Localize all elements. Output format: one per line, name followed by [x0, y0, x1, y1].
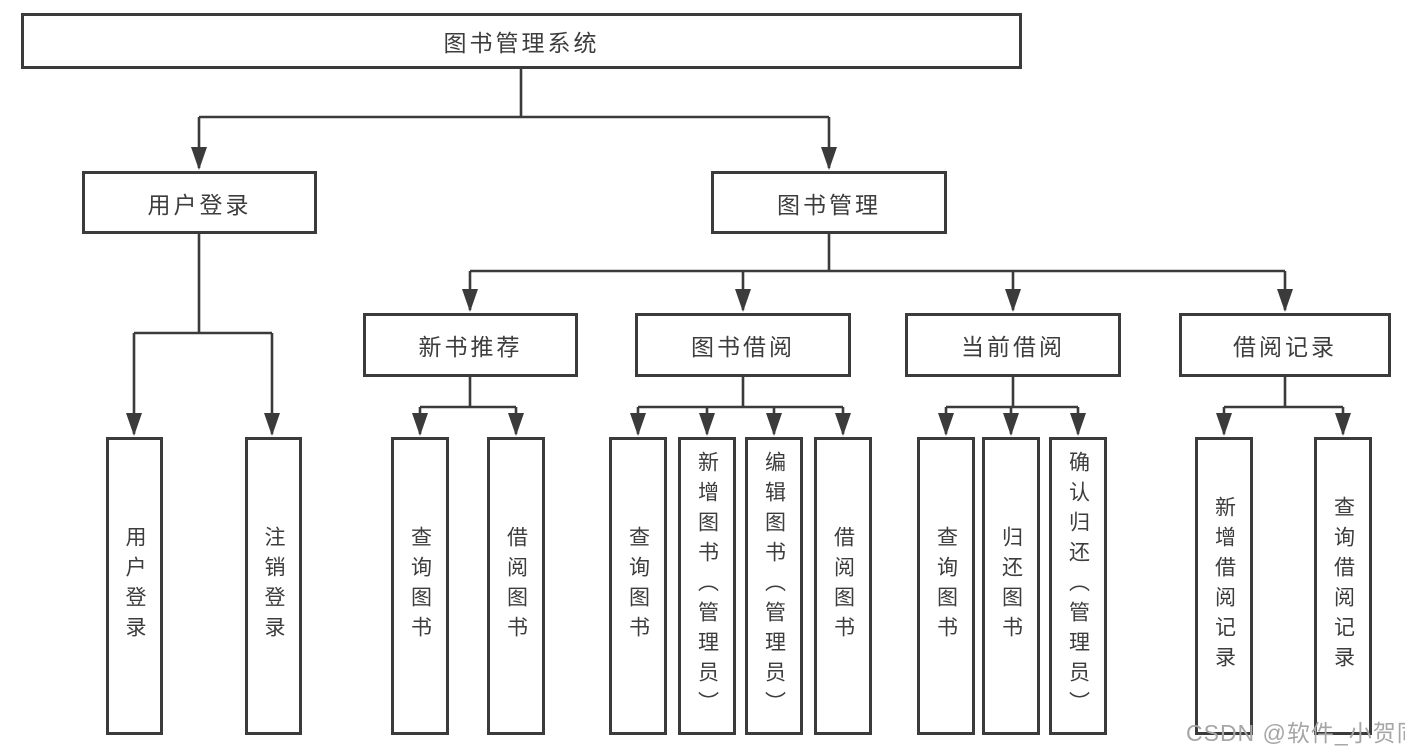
connector-userlogin-to-leaves [132, 234, 274, 434]
node-label: 图书管理系统 [443, 30, 600, 56]
leaf-borrow-books-1: 借阅图书 [487, 437, 545, 735]
leaf-add-book-admin: 新增图书（管理员） [678, 437, 736, 735]
node-library-management-system: 图书管理系统 [21, 13, 1022, 69]
leaf-label: 查询图书 [934, 526, 958, 646]
leaf-logout: 注销登录 [245, 437, 302, 735]
leaf-user-login: 用户登录 [106, 437, 163, 735]
leaf-query-books-2: 查询图书 [609, 437, 667, 735]
leaf-label: 新增图书（管理员） [695, 451, 719, 721]
node-book-borrowing: 图书借阅 [635, 313, 851, 377]
leaf-label: 借阅图书 [504, 526, 528, 646]
connector-bookmgmt-to-level3 [468, 234, 1287, 310]
node-label: 当前借阅 [961, 334, 1065, 360]
leaf-label: 新增借阅记录 [1212, 496, 1236, 676]
leaf-label: 查询借阅记录 [1331, 496, 1355, 676]
node-new-book-recommendation: 新书推荐 [363, 313, 578, 377]
node-user-login: 用户登录 [82, 171, 317, 234]
node-current-borrowing: 当前借阅 [905, 313, 1121, 377]
node-label: 图书借阅 [691, 334, 795, 360]
node-label: 新书推荐 [418, 334, 523, 360]
leaf-label: 查询图书 [626, 526, 650, 646]
leaf-query-books-3: 查询图书 [917, 437, 975, 735]
node-label: 用户登录 [147, 191, 252, 218]
connector-bookborrow-to-leaves [636, 377, 845, 434]
leaf-label: 归还图书 [999, 526, 1023, 646]
leaf-confirm-return-admin: 确认归还（管理员） [1049, 437, 1107, 735]
node-label: 借阅记录 [1233, 334, 1337, 360]
node-label: 图书管理 [777, 191, 881, 218]
leaf-add-borrow-record: 新增借阅记录 [1195, 437, 1253, 735]
leaf-edit-book-admin: 编辑图书（管理员） [745, 437, 803, 735]
arrowheads [126, 147, 1351, 436]
leaf-label: 用户登录 [123, 526, 147, 646]
node-book-management: 图书管理 [711, 171, 947, 234]
leaf-query-books-1: 查询图书 [391, 437, 449, 735]
leaf-borrow-books-2: 借阅图书 [814, 437, 872, 735]
csdn-watermark: CSDN @软件_小贺同学 [1186, 720, 1405, 746]
node-borrowing-records: 借阅记录 [1179, 313, 1391, 377]
leaf-query-borrow-record: 查询借阅记录 [1314, 437, 1372, 735]
leaf-label: 查询图书 [408, 526, 432, 646]
leaf-label: 借阅图书 [831, 526, 855, 646]
connector-newbook-to-leaves [418, 377, 518, 434]
leaf-label: 注销登录 [262, 526, 286, 646]
connector-root-to-level2 [197, 69, 831, 168]
leaf-return-book: 归还图书 [982, 437, 1040, 735]
connector-borrowrecord-to-leaves [1222, 377, 1345, 434]
leaf-label: 确认归还（管理员） [1066, 451, 1090, 721]
leaf-label: 编辑图书（管理员） [762, 451, 786, 721]
